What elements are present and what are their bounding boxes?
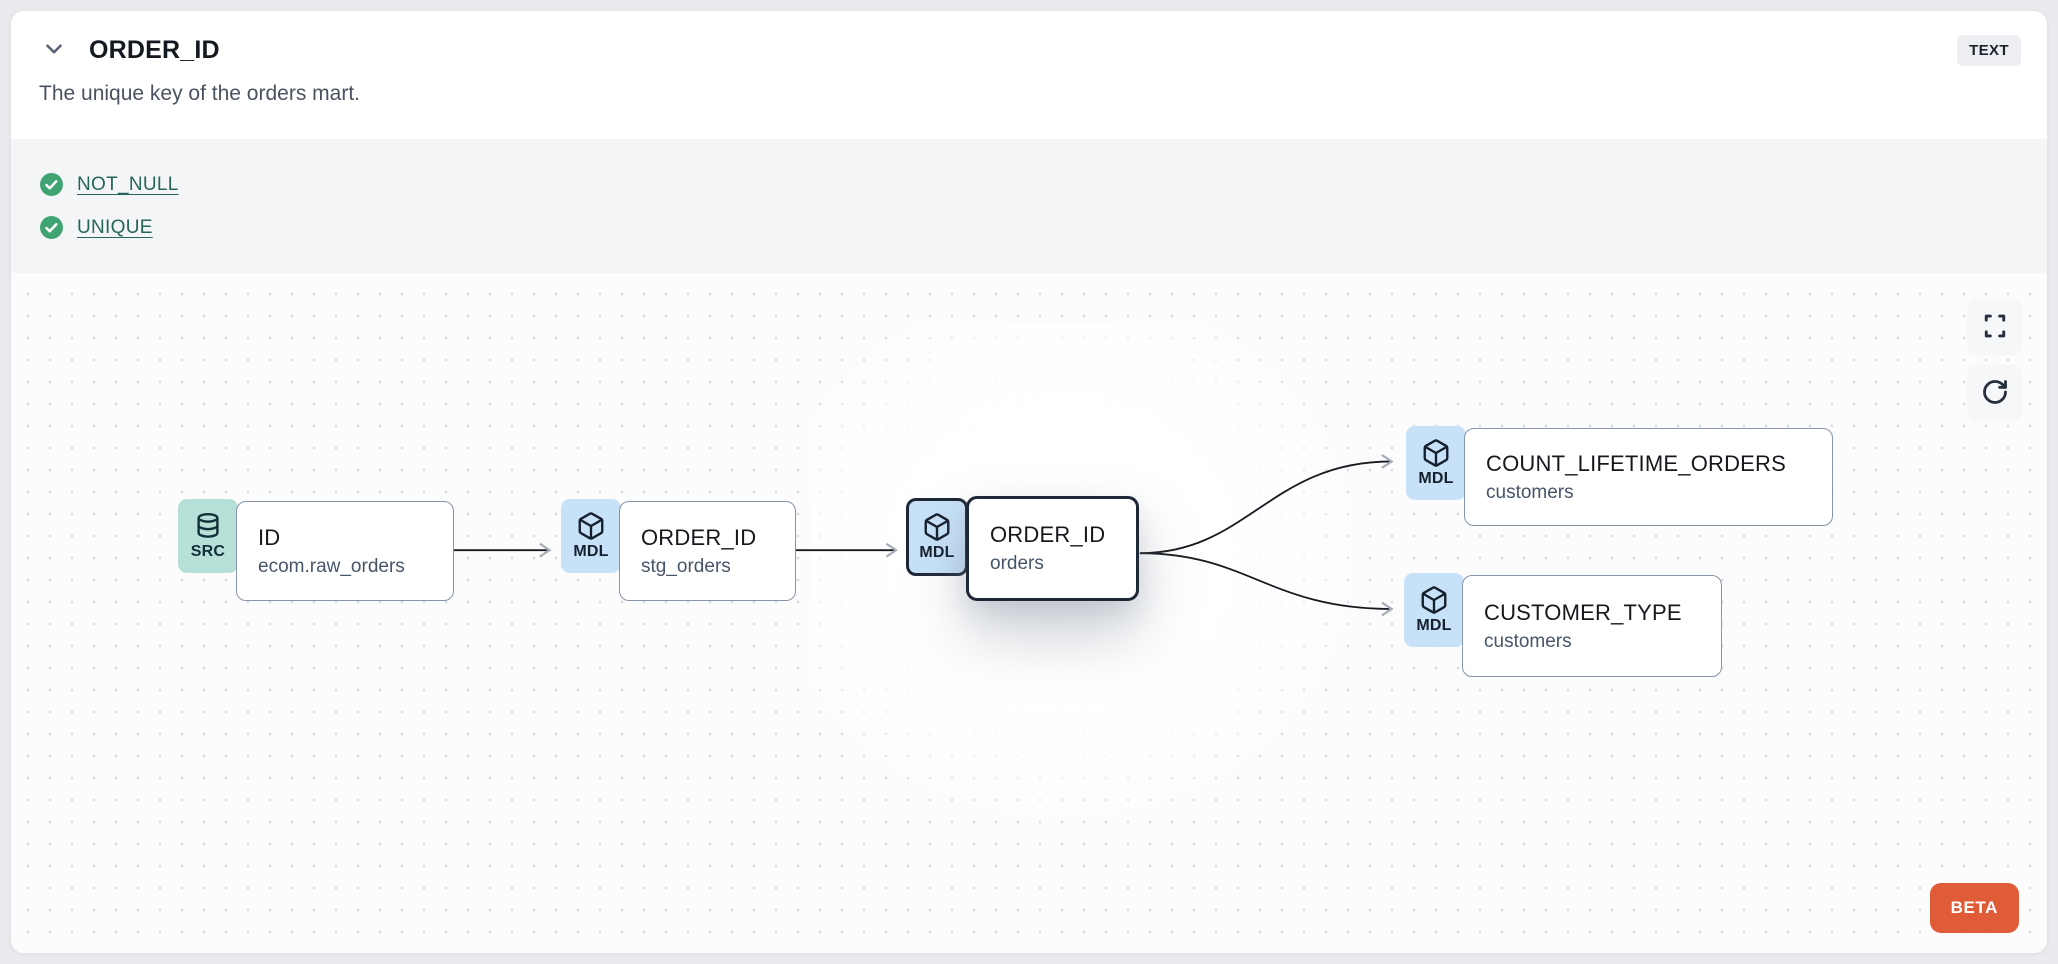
node-kind-label: MDL bbox=[573, 543, 609, 560]
node-kind-label: MDL bbox=[1416, 617, 1452, 634]
data-type-badge: TEXT bbox=[1957, 35, 2021, 66]
node-subtitle: customers bbox=[1486, 481, 1574, 503]
node-card: ORDER_ID orders bbox=[966, 496, 1139, 601]
cube-icon bbox=[1419, 585, 1449, 615]
node-card: COUNT_LIFETIME_ORDERS customers bbox=[1464, 428, 1833, 526]
node-title: ORDER_ID bbox=[990, 522, 1106, 547]
node-kind-label: SRC bbox=[190, 543, 226, 560]
model-badge: MDL bbox=[906, 498, 968, 576]
model-badge: MDL bbox=[1404, 573, 1464, 647]
collapse-button[interactable] bbox=[39, 36, 69, 66]
column-details-card: ORDER_ID TEXT The unique key of the orde… bbox=[10, 10, 2048, 954]
canvas-controls bbox=[1967, 299, 2023, 421]
edge-orders-to-ctype bbox=[1139, 552, 1394, 617]
node-title: CUSTOMER_TYPE bbox=[1484, 599, 1682, 625]
edge-orders-to-count bbox=[1139, 454, 1394, 555]
node-title: COUNT_LIFETIME_ORDERS bbox=[1486, 450, 1787, 476]
lineage-edges bbox=[453, 454, 1394, 617]
test-row: NOT_NULL bbox=[39, 172, 2019, 197]
beta-badge: BETA bbox=[1929, 883, 2019, 933]
node-card: ORDER_ID stg_orders bbox=[619, 501, 796, 601]
column-description: The unique key of the orders mart. bbox=[39, 82, 360, 105]
cube-icon bbox=[576, 511, 606, 541]
node-subtitle: orders bbox=[990, 553, 1044, 574]
check-circle-icon bbox=[39, 172, 64, 197]
node-subtitle: ecom.raw_orders bbox=[258, 555, 405, 577]
column-title: ORDER_ID bbox=[89, 36, 220, 64]
fullscreen-icon bbox=[1981, 312, 2009, 343]
node-title: ID bbox=[258, 524, 281, 550]
check-circle-icon bbox=[39, 215, 64, 240]
node-title: ORDER_ID bbox=[641, 524, 757, 550]
card-header: ORDER_ID TEXT The unique key of the orde… bbox=[11, 11, 2047, 139]
refresh-button[interactable] bbox=[1967, 365, 2023, 421]
test-link-not-null[interactable]: NOT_NULL bbox=[77, 173, 179, 195]
node-card: ID ecom.raw_orders bbox=[236, 501, 454, 601]
test-row: UNIQUE bbox=[39, 215, 2019, 240]
refresh-icon bbox=[1981, 378, 2009, 409]
model-badge: MDL bbox=[561, 499, 621, 573]
node-subtitle: customers bbox=[1484, 630, 1572, 652]
cube-icon bbox=[922, 512, 952, 542]
database-icon bbox=[193, 511, 223, 541]
model-badge: MDL bbox=[1406, 426, 1466, 500]
node-card: CUSTOMER_TYPE customers bbox=[1462, 575, 1722, 677]
source-badge: SRC bbox=[178, 499, 238, 573]
fullscreen-button[interactable] bbox=[1967, 299, 2023, 355]
tests-section: NOT_NULL UNIQUE bbox=[11, 139, 2047, 273]
cube-icon bbox=[1421, 438, 1451, 468]
lineage-canvas[interactable]: SRC ID ecom.raw_orders MDL ORDER_ID stg_… bbox=[11, 273, 2047, 953]
node-kind-label: MDL bbox=[919, 544, 955, 561]
node-subtitle: stg_orders bbox=[641, 555, 731, 577]
node-kind-label: MDL bbox=[1418, 470, 1454, 487]
chevron-down-icon bbox=[41, 36, 67, 65]
test-link-unique[interactable]: UNIQUE bbox=[77, 216, 153, 238]
